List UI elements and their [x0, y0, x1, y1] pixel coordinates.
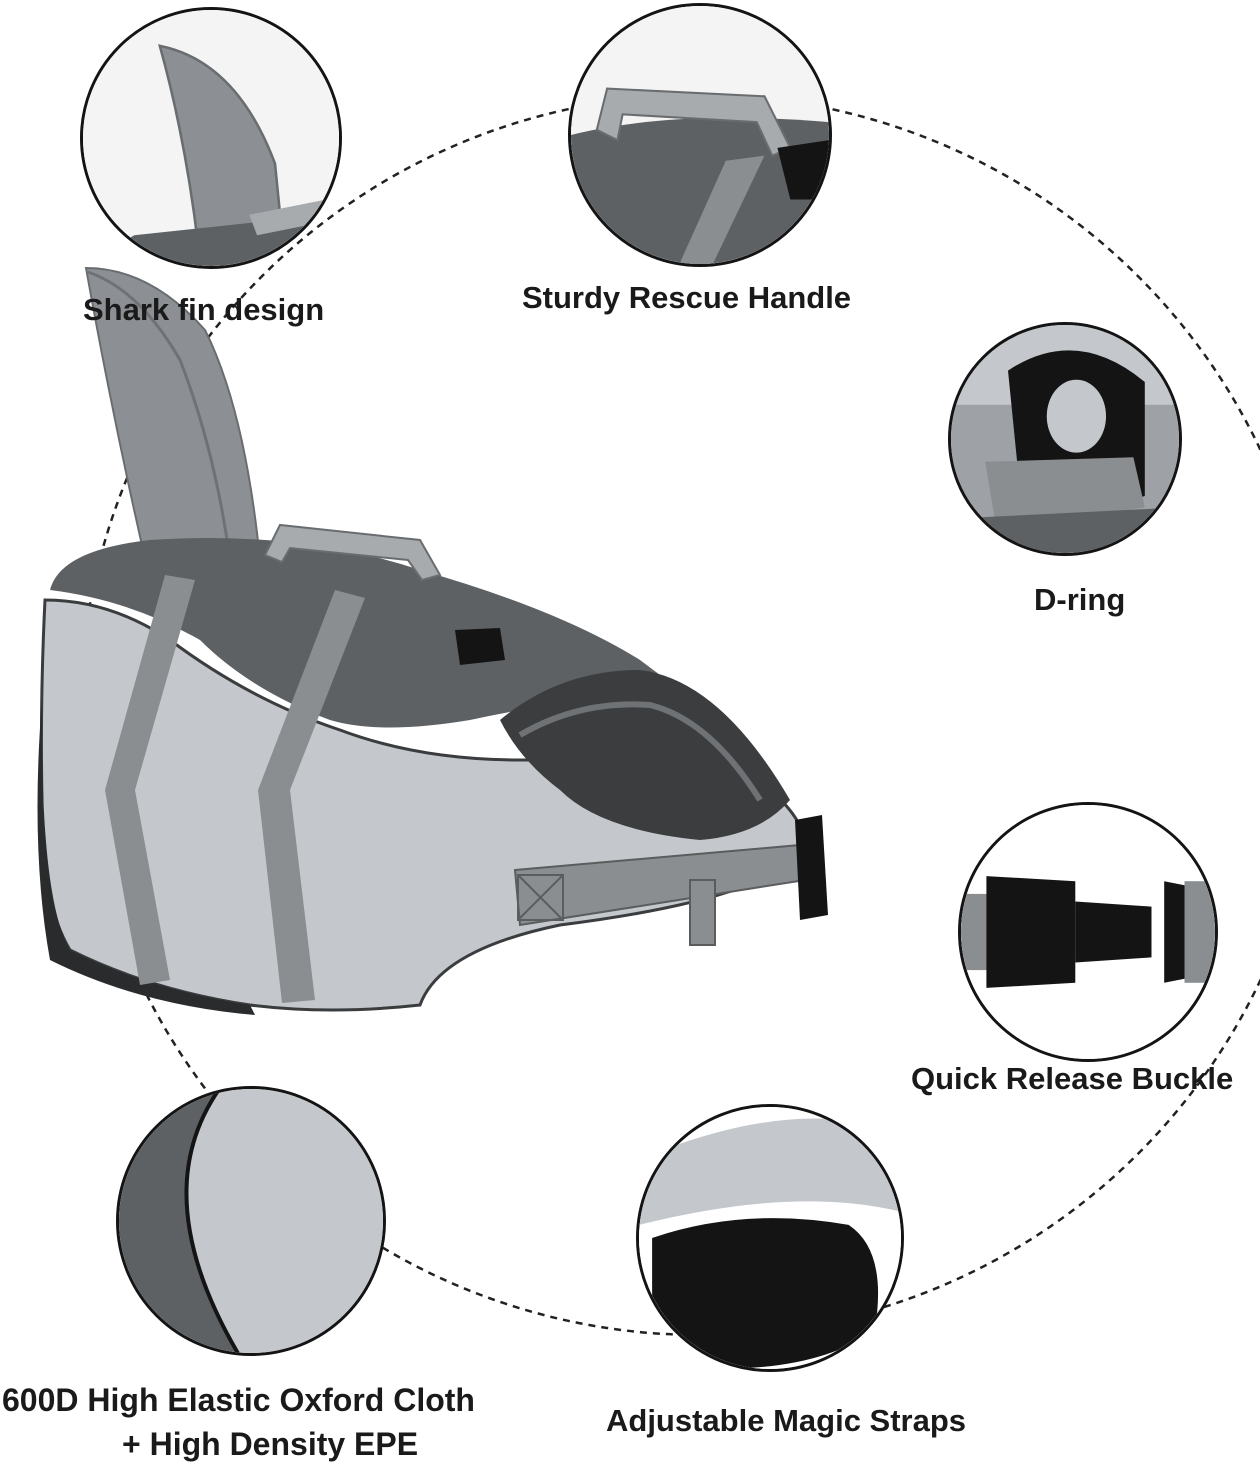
- feature-label-quick-release-buckle: Quick Release Buckle: [911, 1061, 1234, 1096]
- shark-fin-detail-image: [80, 7, 342, 269]
- feature-label-oxford-cloth-line1: 600D High Elastic Oxford Cloth: [2, 1382, 475, 1418]
- rescue-handle-detail-image: [568, 3, 832, 267]
- feature-label-oxford-cloth-line2: + High Density EPE: [122, 1426, 419, 1462]
- d-ring-detail-image: [948, 322, 1182, 556]
- feature-label-rescue-handle: Sturdy Rescue Handle: [522, 280, 852, 315]
- oxford-cloth-detail-image: [116, 1086, 386, 1356]
- feature-label-magic-straps: Adjustable Magic Straps: [606, 1403, 967, 1438]
- magic-straps-detail-image: [636, 1104, 904, 1372]
- feature-label-d-ring: D-ring: [1034, 582, 1126, 617]
- feature-label-shark-fin: Shark fin design: [83, 292, 325, 327]
- buckle-detail-image: [958, 802, 1218, 1062]
